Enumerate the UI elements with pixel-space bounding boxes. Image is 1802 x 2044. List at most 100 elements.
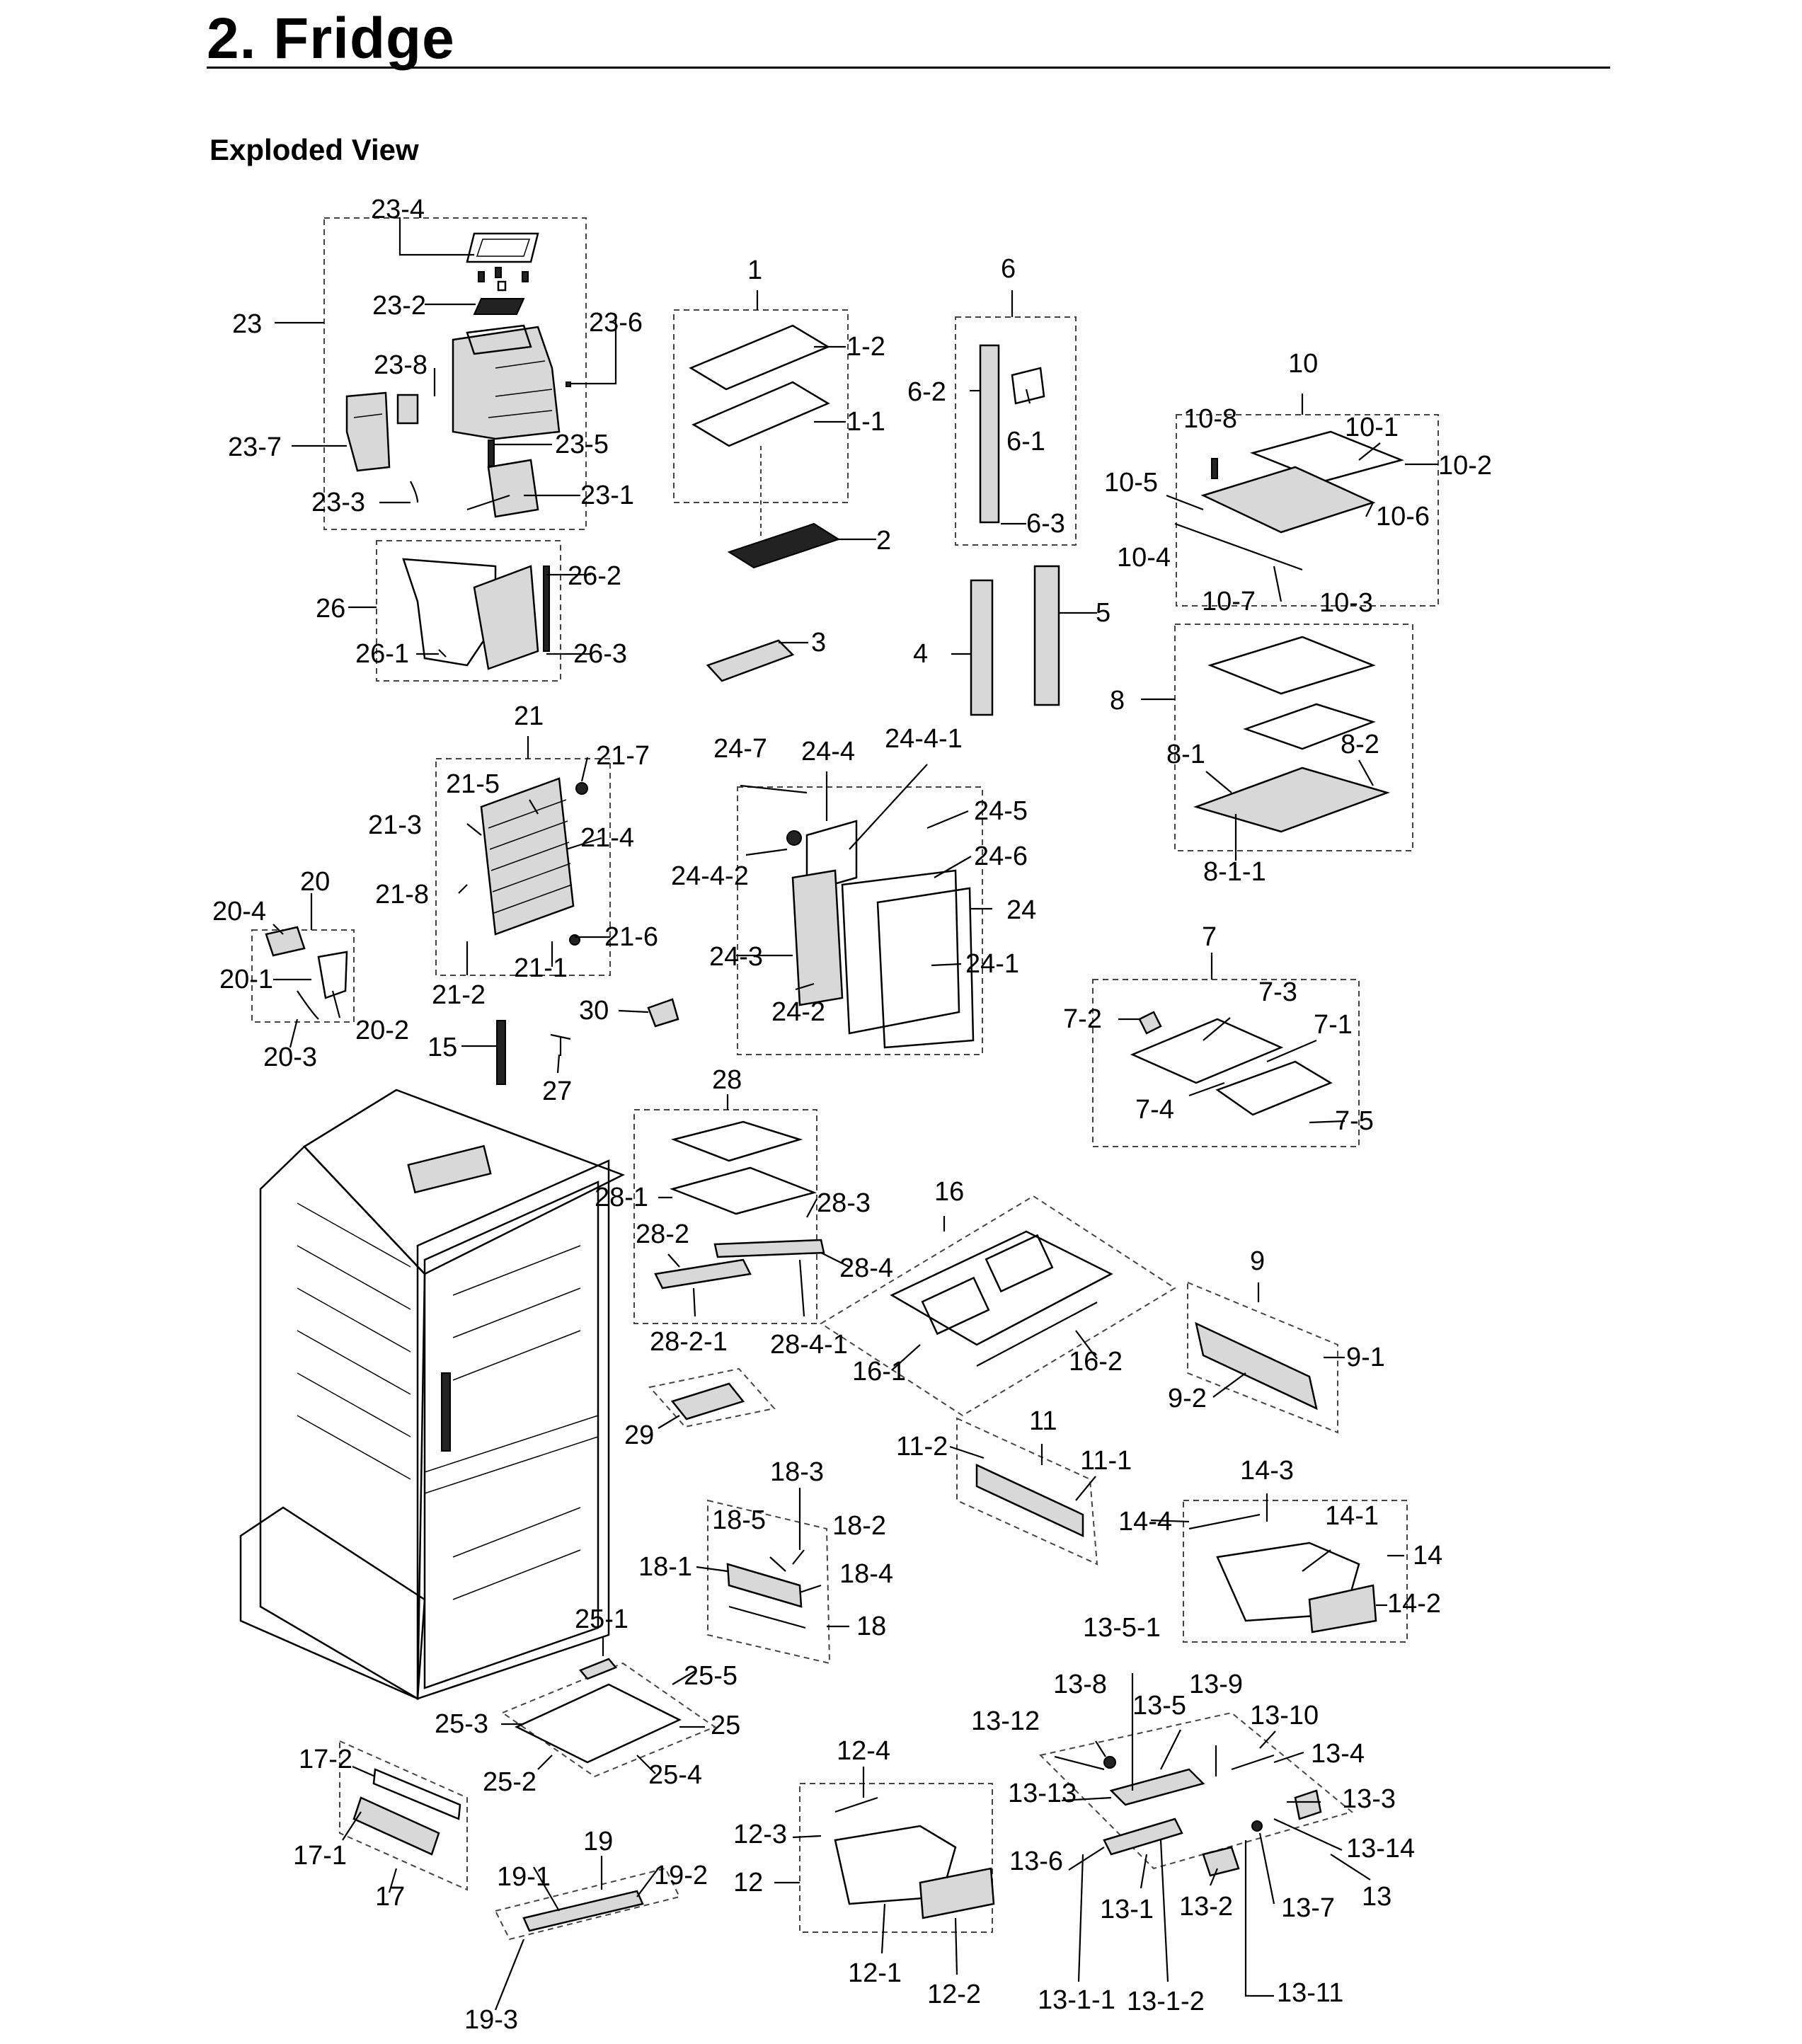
part-28-4-rail [713, 1239, 825, 1258]
label-28: 28 [712, 1065, 742, 1095]
group-26-box [376, 540, 561, 682]
part-13-3-clip [1294, 1789, 1322, 1820]
group-7-box [1092, 979, 1360, 1147]
label-12-4: 12-4 [837, 1736, 890, 1766]
part-23-7-bracket [345, 391, 391, 472]
part-30-clip [647, 998, 679, 1028]
label-23-4: 23-4 [371, 195, 425, 224]
part-28-glass [670, 1120, 803, 1162]
part-4-rail [970, 579, 994, 716]
group-20-box [251, 929, 355, 1023]
label-23-8: 23-8 [374, 350, 427, 380]
label-14-3: 14-3 [1240, 1456, 1294, 1486]
label-18-3: 18-3 [770, 1457, 824, 1487]
label-15: 15 [427, 1033, 457, 1062]
label-11: 11 [1029, 1406, 1057, 1436]
label-10-7: 10-7 [1202, 587, 1256, 616]
label-24-2: 24-2 [771, 997, 825, 1027]
label-7-5: 7-5 [1335, 1106, 1374, 1136]
label-6-3: 6-3 [1026, 509, 1065, 539]
label-13-12: 13-12 [971, 1706, 1040, 1736]
section-subtitle: Exploded View [210, 133, 419, 166]
label-11-2: 11-2 [896, 1432, 948, 1462]
part-23-4-cover [466, 232, 539, 263]
label-14-2: 14-2 [1387, 1589, 1441, 1619]
label-3: 3 [811, 628, 826, 658]
part-18-1-housing [726, 1563, 803, 1608]
label-21-3: 21-3 [368, 810, 422, 840]
part-26-bucket [402, 558, 539, 670]
label-13-6: 13-6 [1009, 1847, 1063, 1876]
part-10-4-trim [1174, 522, 1303, 571]
group-24-box [737, 786, 983, 1055]
part-16-bin-left [921, 1276, 990, 1336]
part-11-rail [975, 1464, 1084, 1537]
label-26-2: 26-2 [568, 561, 621, 591]
label-16-2: 16-2 [1069, 1347, 1123, 1377]
label-7-3: 7-3 [1258, 977, 1297, 1007]
part-23-5-pin [488, 440, 495, 466]
label-8-2: 8-2 [1341, 730, 1379, 759]
label-7-2: 7-2 [1063, 1004, 1102, 1034]
part-17-1-panel [352, 1796, 440, 1856]
group-25-box [500, 1662, 717, 1778]
label-25-1: 25-1 [575, 1604, 629, 1634]
group-14-box [1183, 1500, 1408, 1643]
part-18-4-trim [728, 1605, 806, 1629]
part-14-2-cover [1308, 1584, 1377, 1634]
group-23-box [323, 217, 587, 530]
label-8-1: 8-1 [1166, 740, 1205, 769]
label-28-2-1: 28-2-1 [650, 1327, 728, 1357]
page-title: 2. Fridge [207, 6, 455, 71]
label-21-1: 21-1 [514, 953, 568, 983]
part-5-rail [1033, 565, 1060, 706]
label-18-2: 18-2 [832, 1511, 886, 1541]
part-15-bar [496, 1020, 506, 1085]
label-10-8: 10-8 [1183, 404, 1237, 434]
label-23-7: 23-7 [228, 432, 282, 462]
part-24-1-cover [876, 887, 975, 1049]
part-23-6-screw [566, 381, 571, 387]
title-rule [207, 67, 1610, 69]
part-29-part [670, 1382, 745, 1420]
label-19-2: 19-2 [654, 1861, 708, 1890]
label-14-4: 14-4 [1118, 1507, 1172, 1537]
label-12-2: 12-2 [927, 1980, 981, 2009]
label-9-1: 9-1 [1346, 1343, 1385, 1372]
label-13-2: 13-2 [1179, 1892, 1233, 1922]
part-27-pin [550, 1033, 571, 1056]
label-7-1: 7-1 [1314, 1010, 1353, 1040]
label-13-10: 13-10 [1250, 1701, 1319, 1730]
part-10-6-frame [1200, 466, 1376, 534]
group-17-box [339, 1740, 468, 1891]
label-20-4: 20-4 [212, 897, 266, 926]
part-26-2-bar [543, 565, 550, 652]
label-25-3: 25-3 [435, 1709, 488, 1739]
part-24-3-panel [791, 869, 844, 1006]
label-2: 2 [876, 526, 891, 556]
part-7-5-glass [1215, 1060, 1333, 1116]
label-8-1-1: 8-1-1 [1203, 857, 1266, 887]
part-14-1-bin [1216, 1541, 1360, 1622]
part-3-bracket [706, 639, 795, 682]
part-7-2-bracket [1138, 1011, 1162, 1035]
part-13-5-tube [1109, 1768, 1205, 1806]
part-12-2-cover [919, 1867, 995, 1919]
label-24-6: 24-6 [974, 842, 1028, 871]
part-19-1-rail [522, 1890, 644, 1932]
part-9-2-rail [1195, 1321, 1318, 1411]
part-labels: 23-4 23 23-2 23-6 23-8 23-7 23-5 23-3 23… [212, 195, 1492, 2035]
part-10-8-clip [1211, 458, 1218, 479]
label-23-1: 23-1 [580, 481, 634, 510]
label-24-1: 24-1 [965, 949, 1019, 979]
label-6-1: 6-1 [1006, 427, 1045, 457]
label-12: 12 [733, 1868, 763, 1897]
leader-lines [272, 217, 1438, 2011]
label-26: 26 [316, 594, 345, 624]
label-27: 27 [542, 1076, 572, 1106]
part-13-8-fitting [1103, 1756, 1116, 1769]
label-10-3: 10-3 [1319, 588, 1373, 618]
label-25: 25 [711, 1711, 740, 1740]
label-13-8: 13-8 [1053, 1670, 1107, 1699]
label-7-4: 7-4 [1135, 1095, 1174, 1125]
